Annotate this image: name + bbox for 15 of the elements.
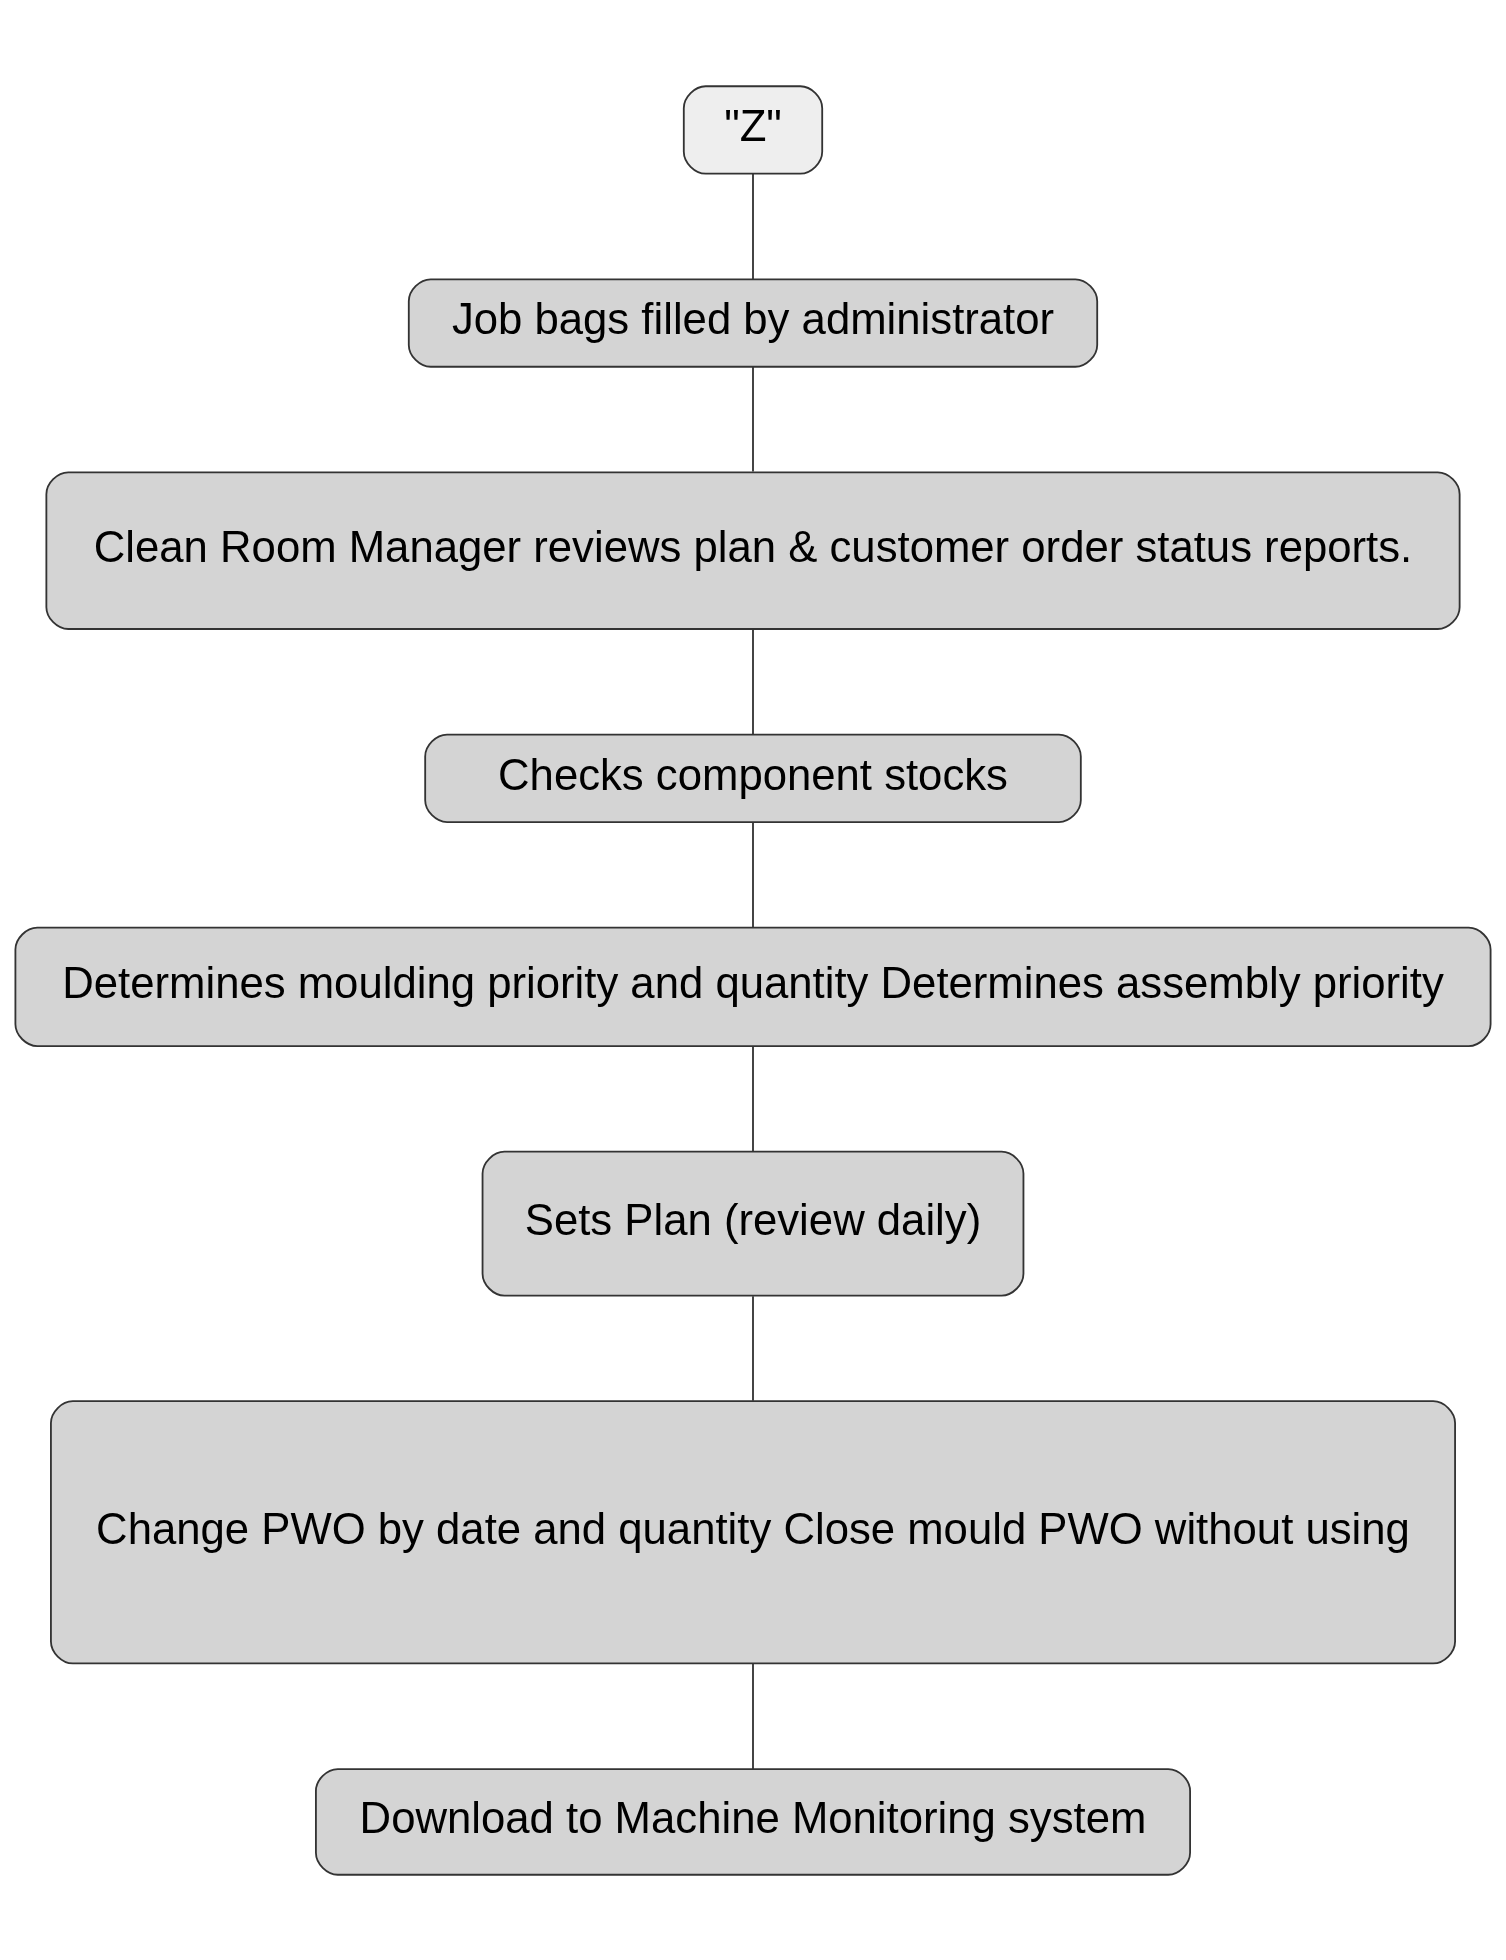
connector: [752, 1044, 754, 1152]
node-box: Clean Room Manager reviews plan & customer order status reports.: [45, 470, 1461, 630]
node-box: Determines moulding priority and quantity Determines assembly priority: [14, 926, 1492, 1047]
connector: [752, 820, 754, 928]
connector: [752, 365, 754, 472]
connector: [752, 1662, 754, 1770]
node-box: "Z": [682, 84, 824, 175]
connector: [752, 1294, 754, 1402]
node-box: Job bags filled by administrator: [407, 277, 1099, 368]
node-box: Download to Machine Monitoring system: [315, 1767, 1191, 1876]
node-box: Sets Plan (review daily): [481, 1150, 1025, 1296]
connector: [752, 628, 754, 735]
connector: [752, 172, 754, 280]
node-box: Checks component stocks: [424, 733, 1082, 823]
node-box: Change PWO by date and quantity Close mould PWO without using: [50, 1399, 1456, 1664]
